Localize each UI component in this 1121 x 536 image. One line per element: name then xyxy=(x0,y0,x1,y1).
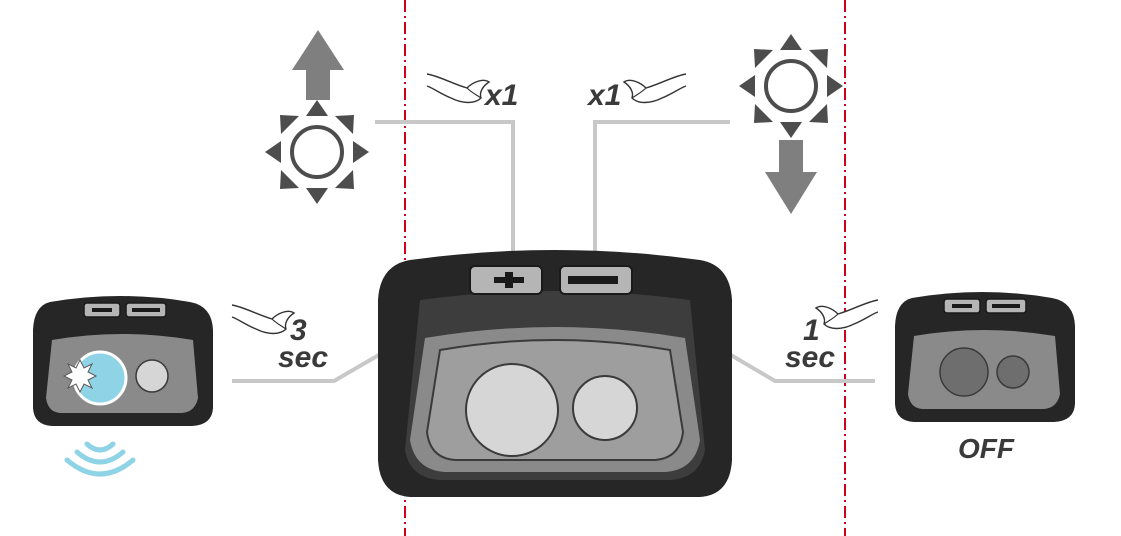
plus-button xyxy=(559,265,633,295)
finger-press-icon xyxy=(815,299,879,330)
finger-press-icon xyxy=(426,73,490,104)
press-right-count: x1 xyxy=(586,79,621,112)
hold-left-unit: sec xyxy=(278,341,328,374)
signal-waves-icon xyxy=(64,441,136,477)
hold-left-label: 3 sec xyxy=(231,304,328,374)
main-headlamp xyxy=(378,250,732,497)
brightness-up-icon xyxy=(263,30,371,206)
hold-left-duration: 3 xyxy=(290,314,307,347)
brightness-down-icon xyxy=(737,32,845,214)
finger-press-icon xyxy=(231,304,295,335)
left-small-buttons xyxy=(83,302,167,318)
press-left-count: x1 xyxy=(483,79,518,112)
hold-right-unit: sec xyxy=(785,341,835,374)
minus-button xyxy=(469,265,543,295)
hold-right-label: 1 sec xyxy=(785,299,879,374)
main-lens xyxy=(465,363,559,457)
right-headlamp-off xyxy=(895,292,1075,422)
finger-press-icon xyxy=(623,73,687,104)
sparkle-icon xyxy=(62,358,98,394)
press-right-label: x1 xyxy=(586,73,687,112)
main-secondary-lens xyxy=(572,375,638,441)
left-headlamp-lit xyxy=(33,296,213,426)
hold-right-duration: 1 xyxy=(803,314,820,347)
off-label: OFF xyxy=(958,433,1015,464)
press-left-label: x1 xyxy=(426,73,518,112)
